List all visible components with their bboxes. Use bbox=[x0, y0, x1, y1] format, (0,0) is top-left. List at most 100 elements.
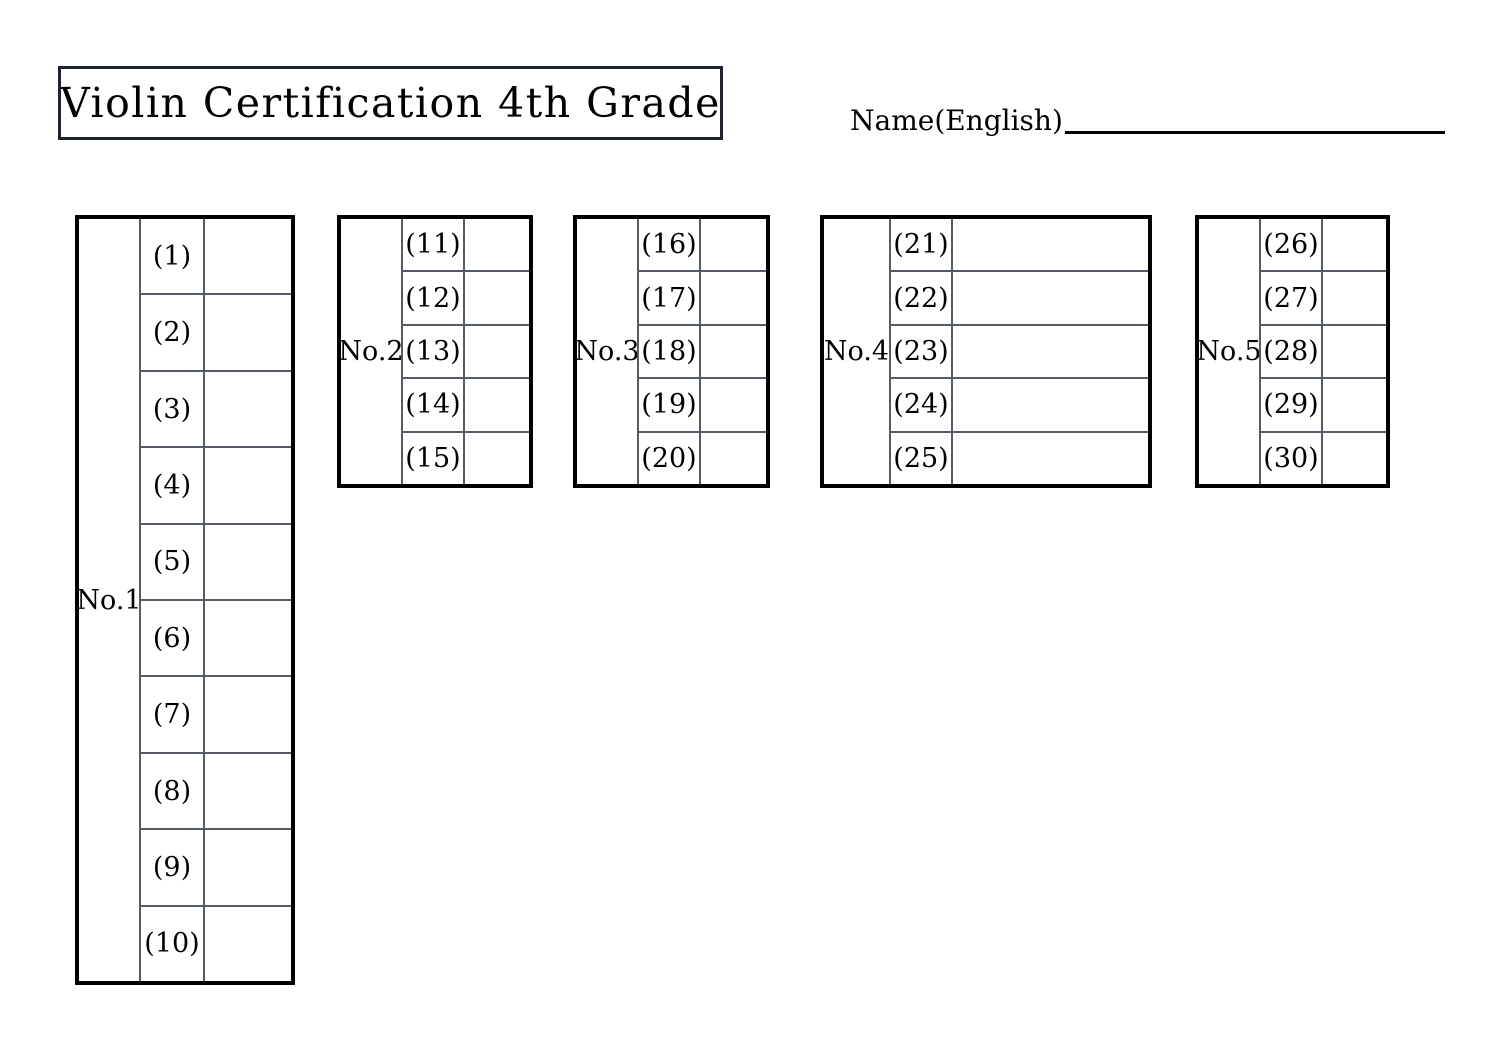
answer-cell[interactable] bbox=[701, 432, 766, 485]
answer-cell[interactable] bbox=[1323, 272, 1386, 324]
table-row: (7) bbox=[141, 677, 291, 754]
number-cell: (24) bbox=[891, 379, 953, 431]
answer-cell[interactable] bbox=[953, 432, 1148, 485]
rows-container-no2: (11) (12) (13) (14) (15) bbox=[401, 219, 529, 485]
row-number: (20) bbox=[641, 442, 697, 474]
number-cell: (16) bbox=[639, 219, 701, 271]
answer-cell[interactable] bbox=[701, 219, 766, 271]
page-title: Violin Certification 4th Grade bbox=[60, 78, 721, 127]
number-cell: (22) bbox=[891, 272, 953, 324]
table-row: (15) bbox=[403, 432, 529, 485]
row-number: (22) bbox=[893, 282, 949, 314]
row-number: (24) bbox=[893, 389, 949, 421]
answer-cell[interactable] bbox=[205, 677, 291, 752]
answer-cell[interactable] bbox=[465, 272, 529, 324]
number-cell: (19) bbox=[639, 379, 701, 431]
answer-cell[interactable] bbox=[701, 272, 766, 324]
row-number: (9) bbox=[152, 851, 192, 883]
row-number: (5) bbox=[152, 546, 192, 578]
row-number: (8) bbox=[152, 775, 192, 807]
row-number: (6) bbox=[152, 622, 192, 654]
answer-cell[interactable] bbox=[701, 325, 766, 378]
row-number: (18) bbox=[641, 336, 697, 368]
table-label-cell-no4: No.4 bbox=[824, 219, 889, 484]
table-label-cell-no5: No.5 bbox=[1196, 219, 1262, 484]
answer-cell[interactable] bbox=[953, 379, 1148, 431]
row-number: (19) bbox=[641, 389, 697, 421]
answer-cell[interactable] bbox=[953, 219, 1148, 271]
table-row: (18) bbox=[639, 325, 766, 380]
row-number: (14) bbox=[405, 389, 461, 421]
row-number: (15) bbox=[405, 442, 461, 474]
answer-cell[interactable] bbox=[205, 830, 291, 905]
answer-cell[interactable] bbox=[205, 906, 291, 982]
number-cell: (26) bbox=[1261, 219, 1323, 271]
answer-cell[interactable] bbox=[205, 295, 291, 370]
row-number: (28) bbox=[1263, 336, 1319, 368]
table-row: (10) bbox=[141, 906, 291, 982]
rows-container-no3: (16) (17) (18) (19) (20) bbox=[637, 219, 766, 485]
rows-container-no1: (1) (2) (3) (4) (5) (6) (7) (8) bbox=[139, 219, 291, 982]
answer-cell[interactable] bbox=[205, 219, 291, 294]
answer-cell[interactable] bbox=[1323, 379, 1386, 431]
table-label-no5: No.5 bbox=[1196, 336, 1262, 367]
table-row: (2) bbox=[141, 295, 291, 372]
table-label-no4: No.4 bbox=[823, 336, 890, 367]
answer-cell[interactable] bbox=[205, 753, 291, 829]
answer-cell[interactable] bbox=[1323, 219, 1386, 271]
table-row: (11) bbox=[403, 219, 529, 273]
number-cell: (3) bbox=[141, 371, 205, 447]
number-cell: (21) bbox=[891, 219, 953, 271]
answer-table-no2: No.2 (11) (12) (13) (14) (15) bbox=[337, 215, 533, 488]
answer-cell[interactable] bbox=[465, 379, 529, 431]
number-cell: (18) bbox=[639, 325, 701, 378]
answer-cell[interactable] bbox=[953, 325, 1148, 378]
row-number: (25) bbox=[893, 442, 949, 474]
table-label-no1: No.1 bbox=[76, 584, 142, 616]
table-row: (14) bbox=[403, 379, 529, 433]
table-row: (28) bbox=[1261, 325, 1386, 380]
table-label-cell-no1: No.1 bbox=[76, 219, 142, 981]
answer-cell[interactable] bbox=[465, 325, 529, 378]
answer-cell[interactable] bbox=[465, 432, 529, 485]
row-number: (4) bbox=[152, 469, 192, 501]
row-number: (29) bbox=[1263, 389, 1319, 421]
row-number: (12) bbox=[405, 282, 461, 314]
table-row: (16) bbox=[639, 219, 766, 273]
table-row: (21) bbox=[891, 219, 1148, 273]
answer-cell[interactable] bbox=[205, 371, 291, 447]
number-cell: (25) bbox=[891, 432, 953, 485]
row-number: (27) bbox=[1263, 282, 1319, 314]
answer-cell[interactable] bbox=[1323, 432, 1386, 485]
number-cell: (11) bbox=[403, 219, 465, 271]
number-cell: (12) bbox=[403, 272, 465, 324]
table-row: (29) bbox=[1261, 379, 1386, 433]
answer-cell[interactable] bbox=[1323, 325, 1386, 378]
answer-cell[interactable] bbox=[465, 219, 529, 271]
row-number: (23) bbox=[893, 336, 949, 368]
table-row: (13) bbox=[403, 325, 529, 380]
table-row: (1) bbox=[141, 219, 291, 296]
answer-table-no1: No.1 (1) (2) (3) (4) (5) (6) (7) bbox=[75, 215, 295, 985]
row-number: (7) bbox=[152, 699, 192, 731]
number-cell: (17) bbox=[639, 272, 701, 324]
table-row: (4) bbox=[141, 448, 291, 525]
table-row: (8) bbox=[141, 753, 291, 831]
answer-cell[interactable] bbox=[205, 524, 291, 600]
row-number: (1) bbox=[152, 240, 192, 272]
answer-cell[interactable] bbox=[953, 272, 1148, 324]
page-title-box: Violin Certification 4th Grade bbox=[58, 66, 723, 140]
number-cell: (9) bbox=[141, 830, 205, 905]
answer-cell[interactable] bbox=[701, 379, 766, 431]
number-cell: (7) bbox=[141, 677, 205, 752]
table-row: (5) bbox=[141, 524, 291, 602]
number-cell: (15) bbox=[403, 432, 465, 485]
table-row: (26) bbox=[1261, 219, 1386, 273]
table-row: (20) bbox=[639, 432, 766, 485]
number-cell: (30) bbox=[1261, 432, 1323, 485]
answer-cell[interactable] bbox=[205, 601, 291, 676]
table-label-no2: No.2 bbox=[338, 336, 404, 367]
rows-container-no5: (26) (27) (28) (29) (30) bbox=[1259, 219, 1386, 485]
name-input-line[interactable] bbox=[1064, 130, 1445, 134]
answer-cell[interactable] bbox=[205, 448, 291, 523]
